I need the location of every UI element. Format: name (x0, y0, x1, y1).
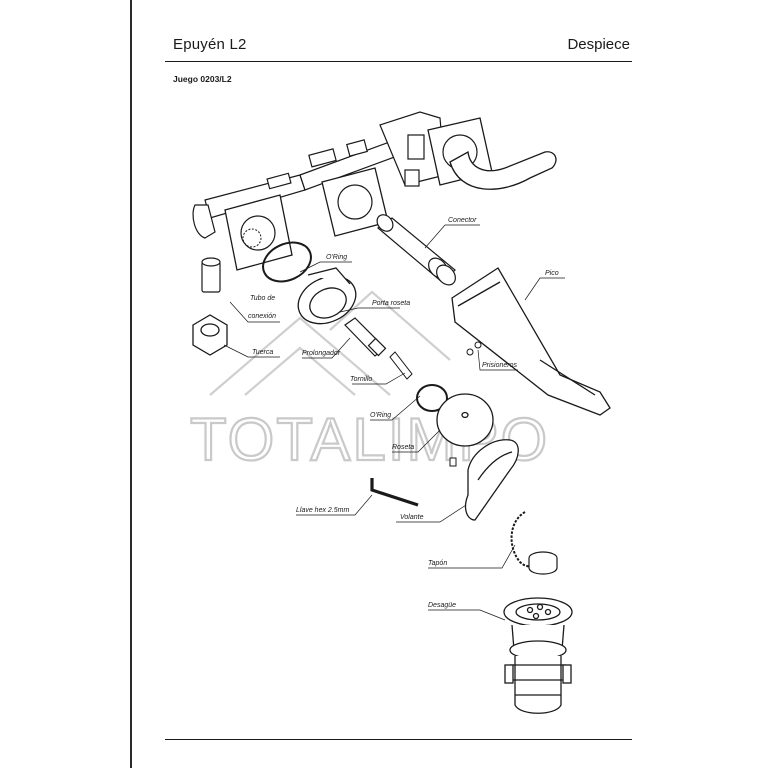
label-stopper: Tapón (428, 560, 447, 567)
set-screws-part (466, 341, 482, 356)
label-rosette-holder: Porta roseta (372, 300, 410, 307)
wall-flange-left (224, 194, 293, 271)
section-title: Despiece (567, 36, 630, 53)
page-binding-line (130, 0, 132, 768)
label-screw: Tornillo (350, 376, 372, 383)
label-oring-upper: O'Ring (326, 254, 347, 261)
hex-key-part (370, 478, 419, 507)
rosette-part (436, 393, 494, 447)
oring-lower-part (416, 384, 448, 412)
footer-divider (165, 739, 632, 740)
connection-tube-part (201, 257, 221, 293)
wall-flange-center (321, 167, 389, 237)
connector-part (376, 214, 456, 286)
page-title: Epuyén L2 (173, 36, 247, 53)
oring-upper-part (262, 241, 312, 283)
nut-part (192, 314, 228, 356)
screw-part (389, 351, 413, 380)
handle-part (464, 439, 519, 521)
label-oring-lower: O'Ring (370, 412, 391, 419)
drain-part (503, 597, 573, 714)
label-connection-tube-a: Tubo de (250, 295, 275, 302)
label-connection-tube-b: conexión (248, 313, 276, 320)
header-divider (165, 61, 632, 62)
stopper-part (510, 511, 558, 575)
label-nut: Tuerca (252, 349, 273, 356)
grub-screw-part (449, 457, 457, 467)
wall-body (192, 111, 446, 239)
set-code: Juego 0203/L2 (173, 74, 232, 84)
extender-part (344, 317, 387, 357)
label-spout: Pico (545, 270, 559, 277)
label-set-screws: Prisioneros (482, 362, 518, 369)
label-extender: Prolongador (302, 350, 341, 357)
label-drain: Desagüe (428, 602, 456, 609)
label-handle: Volante (400, 514, 424, 521)
part-labels: Conector Pico O'Ring Tubo de conexión Po… (248, 217, 559, 609)
spout-part (451, 267, 611, 416)
label-hex-key: Llave hex 2.5mm (296, 507, 349, 514)
leader-lines (223, 224, 565, 621)
label-connector: Conector (448, 217, 477, 224)
lever-handle (449, 150, 557, 190)
label-rosette: Roseta (392, 444, 414, 451)
